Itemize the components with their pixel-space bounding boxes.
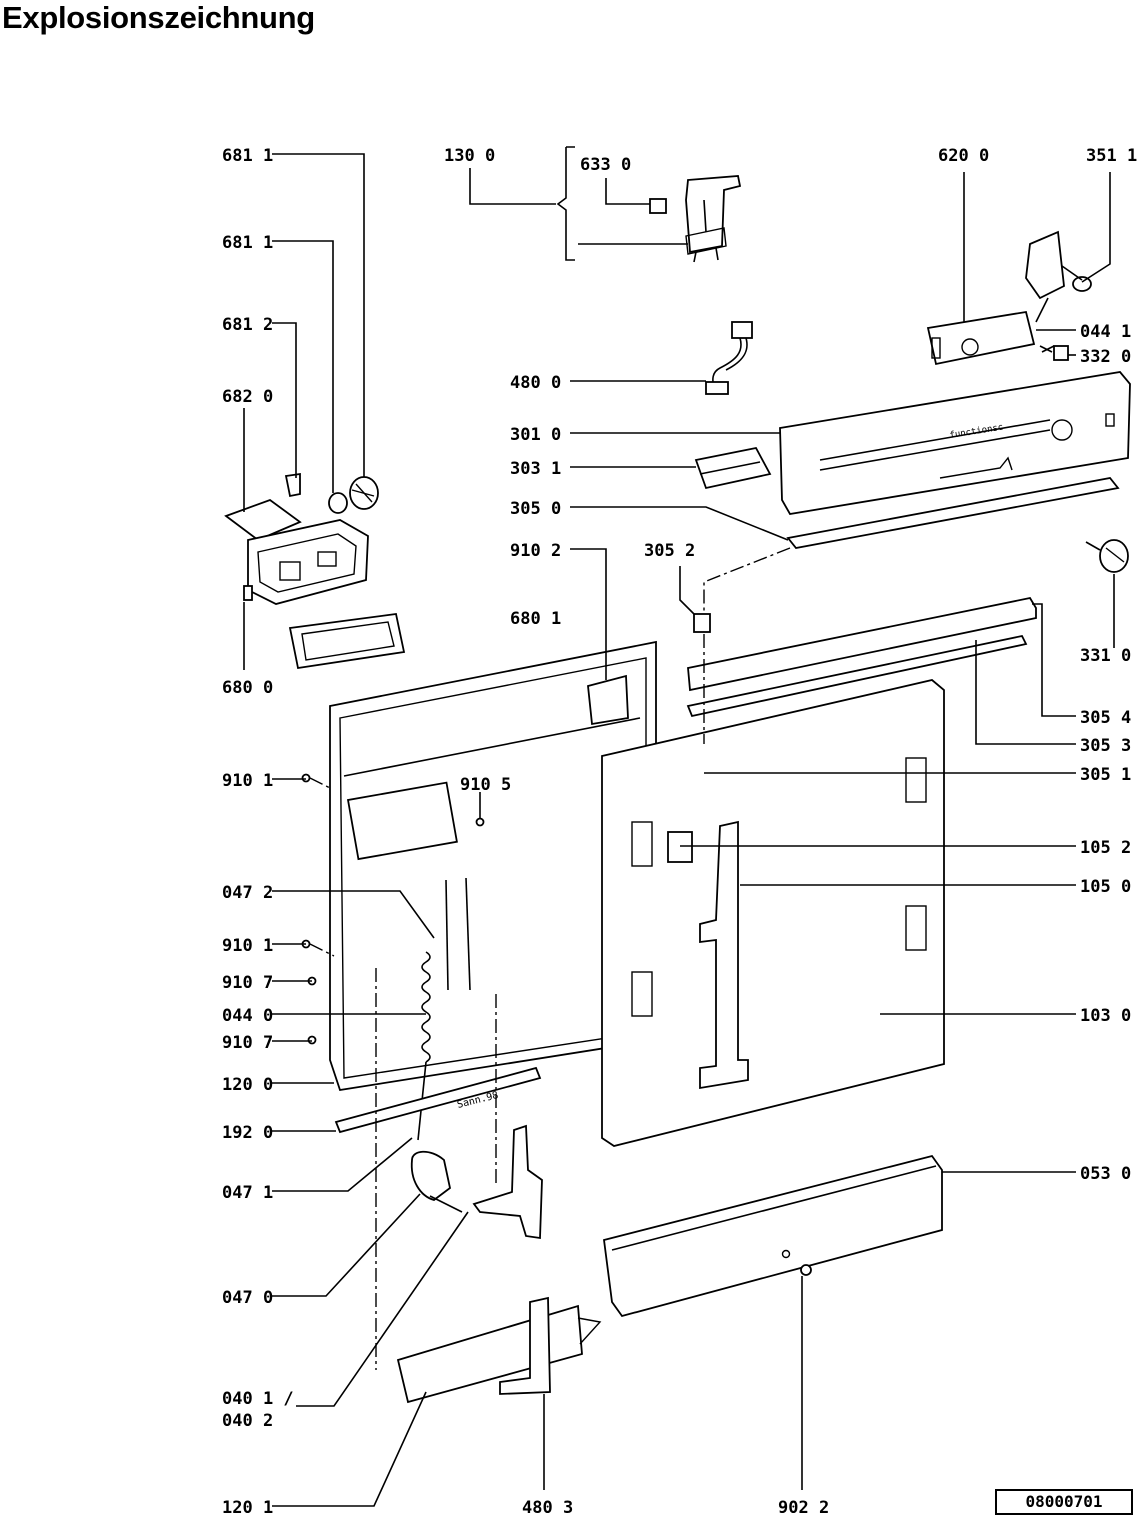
callout-681-2: 681 2	[222, 315, 273, 335]
callout-305-1: 305 1	[1080, 765, 1131, 785]
part-103-0-outer-door	[601, 679, 945, 1147]
part-305-4-upper-rail	[687, 596, 1037, 692]
callout-682-0: 682 0	[222, 387, 273, 407]
callout-910-5: 910 5	[460, 775, 511, 795]
callout-192-0: 192 0	[222, 1123, 273, 1143]
callout-305-3: 305 3	[1080, 736, 1131, 756]
callout-910-7-a: 910 7	[222, 973, 273, 993]
part-332-0-cap	[1053, 345, 1069, 361]
callout-305-4: 305 4	[1080, 708, 1131, 728]
callout-331-0: 331 0	[1080, 646, 1131, 666]
part-130-0-door-lock	[685, 175, 742, 263]
part-120-1-lower-plate	[396, 1304, 583, 1404]
callout-910-1-a: 910 1	[222, 771, 273, 791]
part-351-1-rotary-switch	[1025, 230, 1092, 323]
center-lines	[309, 547, 791, 1370]
part-902-2-screw	[800, 1264, 812, 1276]
part-681-1-washer	[328, 492, 348, 514]
part-301-0-control-panel: functionsc	[779, 371, 1131, 515]
part-305-3-lower-rail	[686, 634, 1028, 718]
page-title: Explosionszeichnung	[2, 0, 315, 35]
callout-040-1: 040 1 /	[222, 1389, 294, 1409]
callout-332-0: 332 0	[1080, 347, 1131, 367]
part-480-0-wiring	[705, 321, 753, 395]
part-047-1-hinge-arm	[410, 1150, 463, 1213]
part-305-2-clip	[693, 613, 711, 633]
part-680-0-dispenser	[243, 519, 369, 605]
callout-044-1: 044 1	[1080, 322, 1131, 342]
callout-105-0: 105 0	[1080, 877, 1131, 897]
callout-680-1: 680 1	[510, 609, 561, 629]
part-910-1-screw-a	[301, 773, 311, 783]
callout-305-2: 305 2	[644, 541, 695, 561]
part-680-1-gasket	[288, 612, 406, 670]
callout-301-0: 301 0	[510, 425, 561, 445]
callout-303-1: 303 1	[510, 459, 561, 479]
callout-103-0: 103 0	[1080, 1006, 1131, 1026]
callout-120-1: 120 1	[222, 1498, 273, 1516]
callout-130-0: 130 0	[444, 146, 495, 166]
callout-910-1-b: 910 1	[222, 936, 273, 956]
callout-305-0: 305 0	[510, 499, 561, 519]
callout-910-7-b: 910 7	[222, 1033, 273, 1053]
part-480-3-bracket	[499, 1296, 551, 1395]
callout-351-1: 351 1	[1086, 146, 1137, 166]
part-192-0-strip	[334, 1066, 542, 1134]
part-044-1-spring	[1039, 345, 1055, 353]
callout-047-0: 047 0	[222, 1288, 273, 1308]
callout-681-1-washer: 681 1	[222, 233, 273, 253]
part-303-1-handle	[694, 446, 772, 490]
callout-681-1-knob: 681 1	[222, 146, 273, 166]
part-910-7-screw-b	[307, 1035, 317, 1045]
callout-040-2: 040 2	[222, 1411, 273, 1431]
callout-480-3: 480 3	[522, 1498, 573, 1516]
part-053-0-kick-plate	[603, 1154, 943, 1318]
callout-680-0: 680 0	[222, 678, 273, 698]
callout-053-0: 053 0	[1080, 1164, 1131, 1184]
part-040-hinge-bracket	[472, 1124, 543, 1240]
callout-620-0: 620 0	[938, 146, 989, 166]
callout-047-1: 047 1	[222, 1183, 273, 1203]
leader-lines	[243, 146, 1115, 1507]
callout-480-0: 480 0	[510, 373, 561, 393]
part-305-0-trim-rail	[786, 477, 1120, 549]
part-633-0-switch	[649, 198, 667, 214]
callout-910-2: 910 2	[510, 541, 561, 561]
callout-044-0: 044 0	[222, 1006, 273, 1026]
part-681-2-clip	[284, 472, 301, 498]
callout-902-2: 902 2	[778, 1498, 829, 1516]
part-620-0-control-module	[926, 310, 1036, 366]
callout-labels: 681 1 681 1 681 2 682 0 680 0 130 0 633 …	[222, 146, 1137, 1516]
callout-105-2: 105 2	[1080, 838, 1131, 858]
callout-120-0: 120 0	[222, 1075, 273, 1095]
part-910-5-screw	[475, 817, 485, 827]
drawing-code: 08000701	[995, 1489, 1133, 1515]
callout-047-2: 047 2	[222, 883, 273, 903]
part-120-0-inner-door	[329, 640, 657, 1092]
part-681-1-knob	[349, 476, 379, 510]
part-331-0-knob	[1085, 539, 1129, 573]
callout-633-0: 633 0	[580, 155, 631, 175]
